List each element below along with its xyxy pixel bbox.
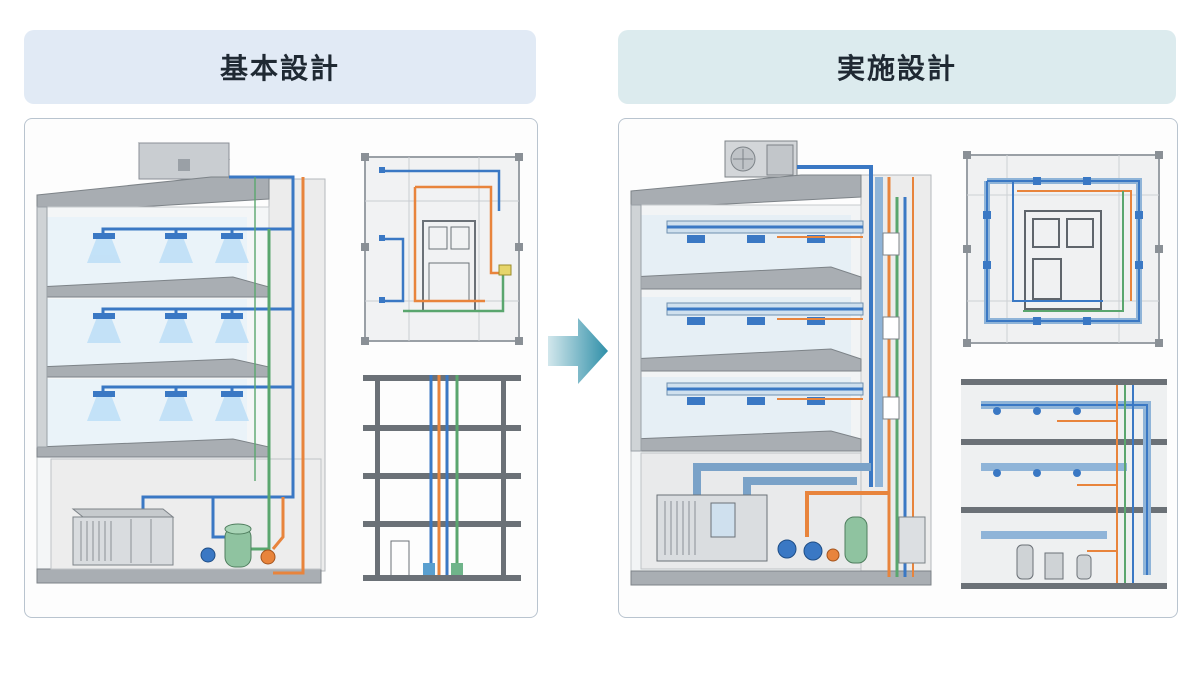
floor-slabs [36,276,322,584]
riser-valve-boxes [882,232,900,420]
air-diffusers [87,233,249,421]
rooftop-unit [724,140,798,178]
storage-tank [844,516,868,564]
detailed-section-drawing [961,379,1167,589]
detailed-floor-plan [963,151,1163,347]
ceiling-ducts [666,220,864,405]
chiller-unit [71,508,175,566]
detailed-design-panel [618,118,1178,618]
storage-tank [224,523,252,568]
pipe-risers [797,165,914,577]
rooftop-unit [137,142,231,180]
basic-design-panel [24,118,538,618]
basic-section-drawing [363,375,521,581]
pumps [200,547,276,565]
arrow-right-icon [548,318,608,384]
basic-floor-plan [361,153,523,345]
basic-building-cutaway [36,142,326,584]
pumps [777,539,840,562]
chiller-unit [656,494,768,562]
detailed-design-title: 実施設計 [836,52,957,85]
basic-design-title: 基本設計 [219,52,340,85]
detailed-building-cutaway [630,140,932,586]
supply-pipes [101,175,295,539]
detailed-design-header: 実施設計 [618,30,1176,104]
hot-water-riser [273,177,305,575]
basic-design-header: 基本設計 [24,30,536,104]
